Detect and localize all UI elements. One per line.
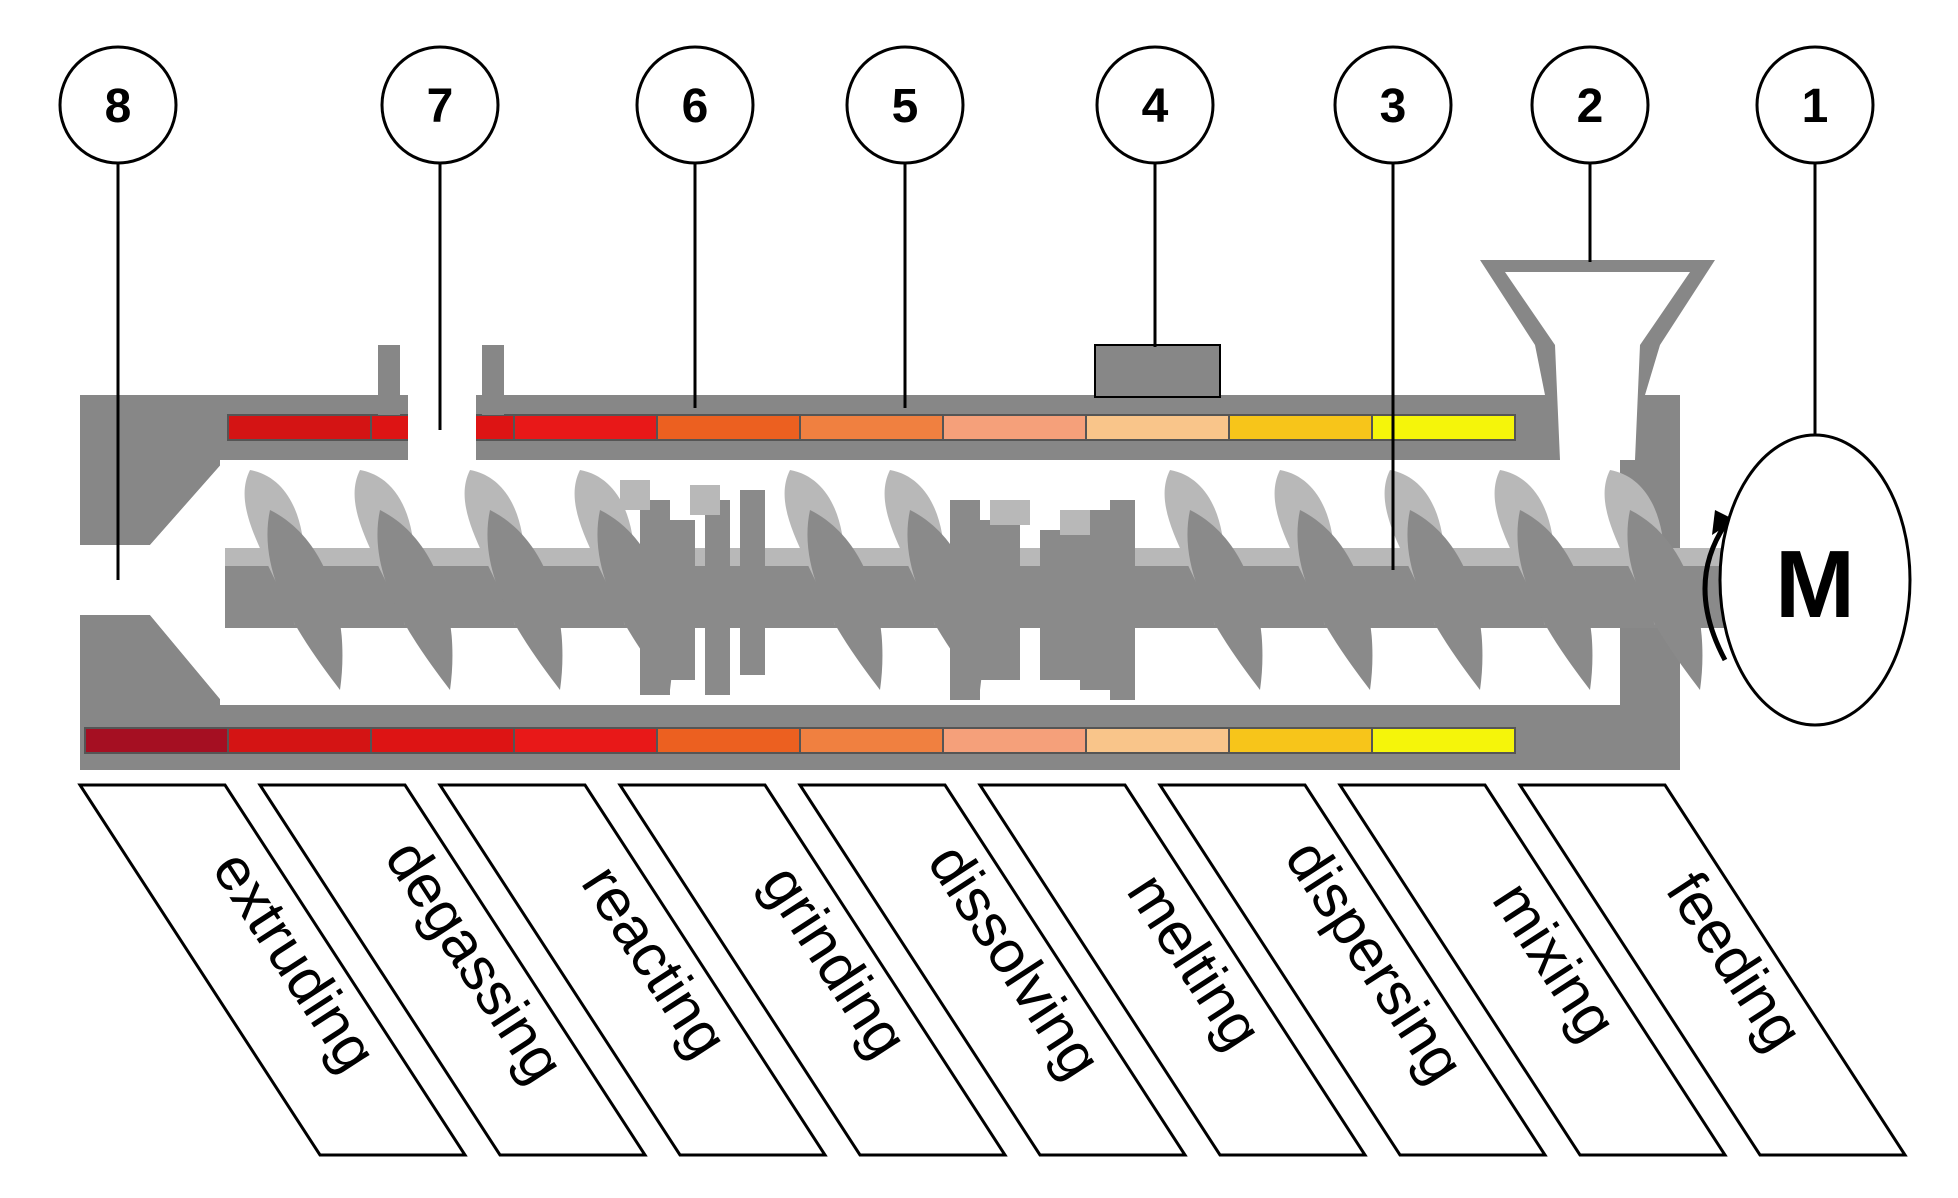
screw-flight-front bbox=[267, 510, 343, 690]
callout-2: 2 bbox=[1530, 45, 1650, 262]
callout-8: 8 bbox=[58, 45, 178, 580]
heating-zones-top bbox=[227, 414, 1516, 441]
callout-4: 4 bbox=[1095, 45, 1215, 347]
heating-zone-bottom bbox=[1371, 727, 1516, 754]
side-feeder bbox=[1094, 344, 1221, 398]
motor-label: M bbox=[1775, 531, 1855, 638]
process-step-box bbox=[977, 783, 1368, 1157]
kneading-block-2 bbox=[950, 500, 1135, 700]
callout-circle bbox=[1755, 45, 1875, 165]
process-step-labels: feedingmixingdispersingmeltingdissolving… bbox=[77, 783, 1908, 1157]
callout-number: 1 bbox=[1802, 80, 1829, 133]
screw-flight-front bbox=[1517, 510, 1593, 690]
screw-flight-front bbox=[487, 510, 563, 690]
heating-zone-top bbox=[227, 414, 372, 441]
process-step-box bbox=[257, 783, 648, 1157]
process-step-box bbox=[1517, 783, 1908, 1157]
heating-zone-bottom bbox=[1085, 727, 1230, 754]
callout-circle bbox=[1095, 45, 1215, 165]
callout-circle bbox=[58, 45, 178, 165]
screw-flight-front bbox=[1627, 510, 1703, 690]
callout-number: 4 bbox=[1142, 80, 1169, 133]
process-step-box bbox=[617, 783, 1008, 1157]
callout-number: 2 bbox=[1577, 80, 1604, 133]
heating-zone-top bbox=[942, 414, 1087, 441]
callout-6: 6 bbox=[635, 45, 755, 408]
heating-zone-top bbox=[1371, 414, 1516, 441]
callout-circle bbox=[845, 45, 965, 165]
heating-zone-bottom bbox=[799, 727, 944, 754]
callout-number: 3 bbox=[1380, 80, 1407, 133]
callout-5: 5 bbox=[845, 45, 965, 408]
heating-zone-bottom bbox=[370, 727, 515, 754]
callout-number: 5 bbox=[892, 80, 919, 133]
process-step-box bbox=[1157, 783, 1548, 1157]
callout-number: 8 bbox=[105, 80, 132, 133]
callout-circle bbox=[1530, 45, 1650, 165]
extrusion-die bbox=[80, 460, 225, 705]
rotation-arrowhead-icon bbox=[1712, 510, 1735, 535]
callout-7: 7 bbox=[380, 45, 500, 430]
heating-zone-top bbox=[1228, 414, 1373, 441]
heating-zone-bottom bbox=[1228, 727, 1373, 754]
callout-circle bbox=[1333, 45, 1453, 165]
screw-flight-front bbox=[377, 510, 453, 690]
rotation-arrow-icon bbox=[1702, 523, 1728, 662]
callout-circle bbox=[635, 45, 755, 165]
kneading-block-1 bbox=[620, 480, 765, 695]
process-step-box bbox=[437, 783, 828, 1157]
heating-zone-top bbox=[513, 414, 658, 441]
heating-zone-bottom bbox=[227, 727, 372, 754]
heating-zone-top bbox=[799, 414, 944, 441]
callout-1: 1 bbox=[1755, 45, 1875, 435]
process-step-box bbox=[797, 783, 1188, 1157]
callout-number: 7 bbox=[427, 80, 454, 133]
heating-zone-bottom bbox=[84, 727, 229, 754]
screw-flights bbox=[244, 470, 1703, 690]
callout-number: 6 bbox=[682, 80, 709, 133]
process-step-box bbox=[77, 783, 468, 1157]
callout-3: 3 bbox=[1333, 45, 1453, 570]
process-step-box bbox=[1337, 783, 1728, 1157]
screw bbox=[225, 470, 1730, 700]
heating-zone-top bbox=[1085, 414, 1230, 441]
heating-zone-bottom bbox=[513, 727, 658, 754]
feed-hopper bbox=[1480, 260, 1715, 460]
screw-flight-front bbox=[807, 510, 883, 690]
die-opening bbox=[80, 545, 150, 615]
callout-circle bbox=[380, 45, 500, 165]
degassing-vent bbox=[378, 345, 504, 465]
screw-flight-front bbox=[1407, 510, 1483, 690]
screw-flight-front bbox=[1297, 510, 1373, 690]
motor: M bbox=[1702, 433, 1912, 727]
heating-zone-top bbox=[656, 414, 801, 441]
heating-zones-bottom bbox=[84, 727, 1516, 754]
die-taper bbox=[150, 460, 225, 705]
screw-flight-front bbox=[1187, 510, 1263, 690]
callouts: 1 2 3 4 5 6 7 8 bbox=[58, 45, 1875, 580]
heating-zone-bottom bbox=[656, 727, 801, 754]
heating-zone-bottom bbox=[942, 727, 1087, 754]
